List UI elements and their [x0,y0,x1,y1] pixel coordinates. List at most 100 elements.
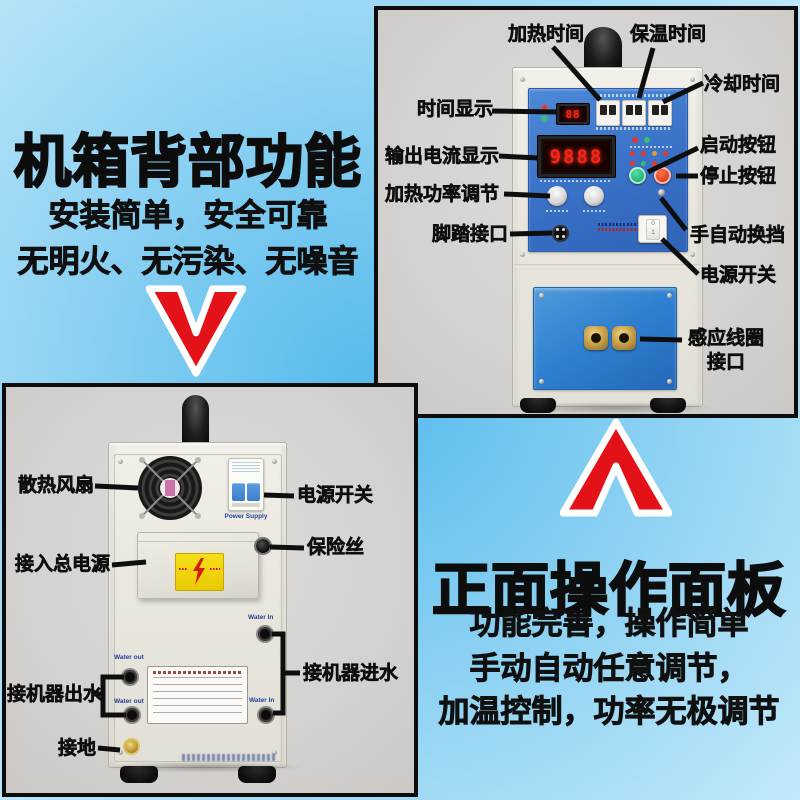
water-in-caption-top: Water In [248,614,274,621]
indicator-led [644,137,650,143]
front-section-line2: 手动自动任意调节， [469,651,749,687]
foot-pedal-connector[interactable] [552,225,569,242]
indicator-led [663,161,668,166]
label-induction-coil-2: 接口 [706,352,746,373]
screw-detail [667,379,672,384]
power-rocker-switch[interactable]: 0 1 [638,215,667,243]
warning-sticker [175,553,224,591]
label-fuse: 保险丝 [307,537,365,558]
ground-screw[interactable] [125,740,138,753]
time-display: 88 [556,103,590,125]
water-out-caption-bottom: Water out [114,698,144,705]
rear-photo-frame: Power Supply Water In Water out Water ou… [2,383,418,797]
water-out-port-top[interactable] [123,670,137,684]
fuse-holder[interactable] [256,539,270,553]
coil-connector-right[interactable] [612,326,636,350]
panel-caption-detail [540,180,610,182]
current-display: 9888 [537,135,616,178]
manual-auto-toggle[interactable] [658,189,665,196]
machine-handle [584,27,622,71]
front-section-title: 正面操作面板 [431,557,786,623]
lightning-icon [193,558,205,585]
water-in-caption-bottom: Water In [249,697,275,704]
cooling-fan [138,456,202,520]
screw-detail [690,77,695,82]
indicator-led [632,137,638,143]
screw-detail [118,750,123,755]
arrow-up-icon [560,418,672,517]
machine-foot [650,398,686,413]
label-stop-button: 停止按钮 [700,166,777,187]
label-main-power: 接入总电源 [15,554,111,575]
status-led [542,116,547,121]
stop-button[interactable] [654,167,671,184]
screw-detail [520,77,525,82]
water-out-port-bottom[interactable] [125,708,139,722]
screw-detail [272,459,277,464]
start-button[interactable] [629,167,646,184]
indicator-led [630,161,635,166]
label-time-display: 时间显示 [417,99,494,120]
power-knob[interactable] [547,186,567,206]
label-cooling-fan: 散热风扇 [18,475,95,496]
panel-caption-detail [596,94,672,97]
indicator-led [663,151,668,156]
indicator-led [641,151,646,156]
panel-caption-detail [546,210,570,212]
indicator-led [630,151,635,156]
label-heating-time: 加热时间 [508,24,585,45]
cabinet-seam [514,264,701,267]
screw-detail [272,750,277,755]
label-manual-auto: 手自动换挡 [690,225,786,246]
heating-timer[interactable] [596,100,620,126]
screw-detail [539,293,544,298]
current-knob[interactable] [584,186,604,206]
cooling-timer[interactable] [648,100,672,126]
front-section-line3: 加温控制，功率无极调节 [438,694,780,730]
machine-handle [182,395,209,446]
label-water-outlet: 接机器出水 [7,684,103,705]
coil-connector-left[interactable] [584,326,608,350]
water-in-port-bottom[interactable] [259,708,273,722]
water-in-port-top[interactable] [258,627,272,641]
label-power-switch-front: 电源开关 [700,265,777,286]
nameplate [147,666,248,724]
company-line [182,754,275,761]
label-heating-power: 加热功率调节 [385,184,500,205]
front-machine-photo: 88 9888 [512,27,703,413]
brand-label [598,223,642,232]
screw-detail [690,252,695,257]
back-section-line1: 安装简单，安全可靠 [48,198,328,234]
rear-machine-photo: Power Supply Water In Water out Water ou… [108,395,287,783]
indicator-led [652,151,657,156]
screw-detail [667,293,672,298]
status-led [542,105,547,110]
indicator-led [641,161,646,166]
screw-detail [118,459,123,464]
label-ground: 接地 [58,738,97,759]
panel-caption-detail [583,210,607,212]
circuit-breaker[interactable] [228,458,264,511]
label-water-inlet: 接机器进水 [303,663,399,684]
screw-detail [520,252,525,257]
breaker-caption: Power Supply [224,513,268,520]
label-holding-time: 保温时间 [630,24,707,45]
back-info-section: 机箱背部功能 安装简单，安全可靠 无明火、无污染、无噪音 [0,0,376,383]
back-section-line2: 无明火、无污染、无噪音 [17,244,359,280]
label-foot-pedal: 脚踏接口 [432,224,509,245]
back-plate [114,454,282,762]
machine-shadow [516,402,716,414]
screw-detail [539,379,544,384]
front-section-line1: 功能完善，操作简单 [469,606,749,642]
front-info-section: 正面操作面板 功能完善，操作简单 手动自动任意调节， 加温控制，功率无极调节 [418,417,800,800]
machine-shadow [104,761,304,773]
back-section-title: 机箱背部功能 [13,130,362,195]
holding-timer[interactable] [622,100,646,126]
arrow-down-icon [146,285,246,377]
front-photo-frame: 88 9888 [374,6,798,418]
water-out-caption-top: Water out [114,654,144,661]
label-induction-coil: 感应线圈 [687,328,765,349]
label-start-button: 启动按钮 [700,135,777,156]
label-output-current: 输出电流显示 [385,146,500,167]
machine-foot [120,766,158,783]
